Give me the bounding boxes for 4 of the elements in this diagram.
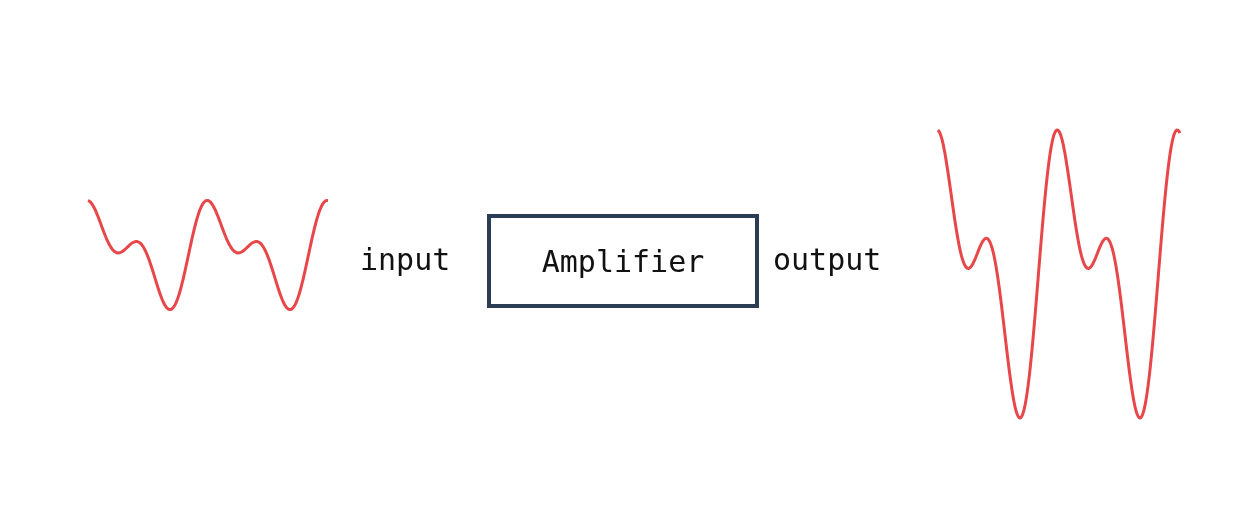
signal-label: input [360, 242, 451, 277]
process-box [487, 214, 759, 308]
box-label: Amplifier [541, 243, 705, 279]
signal-label: output [773, 242, 882, 277]
